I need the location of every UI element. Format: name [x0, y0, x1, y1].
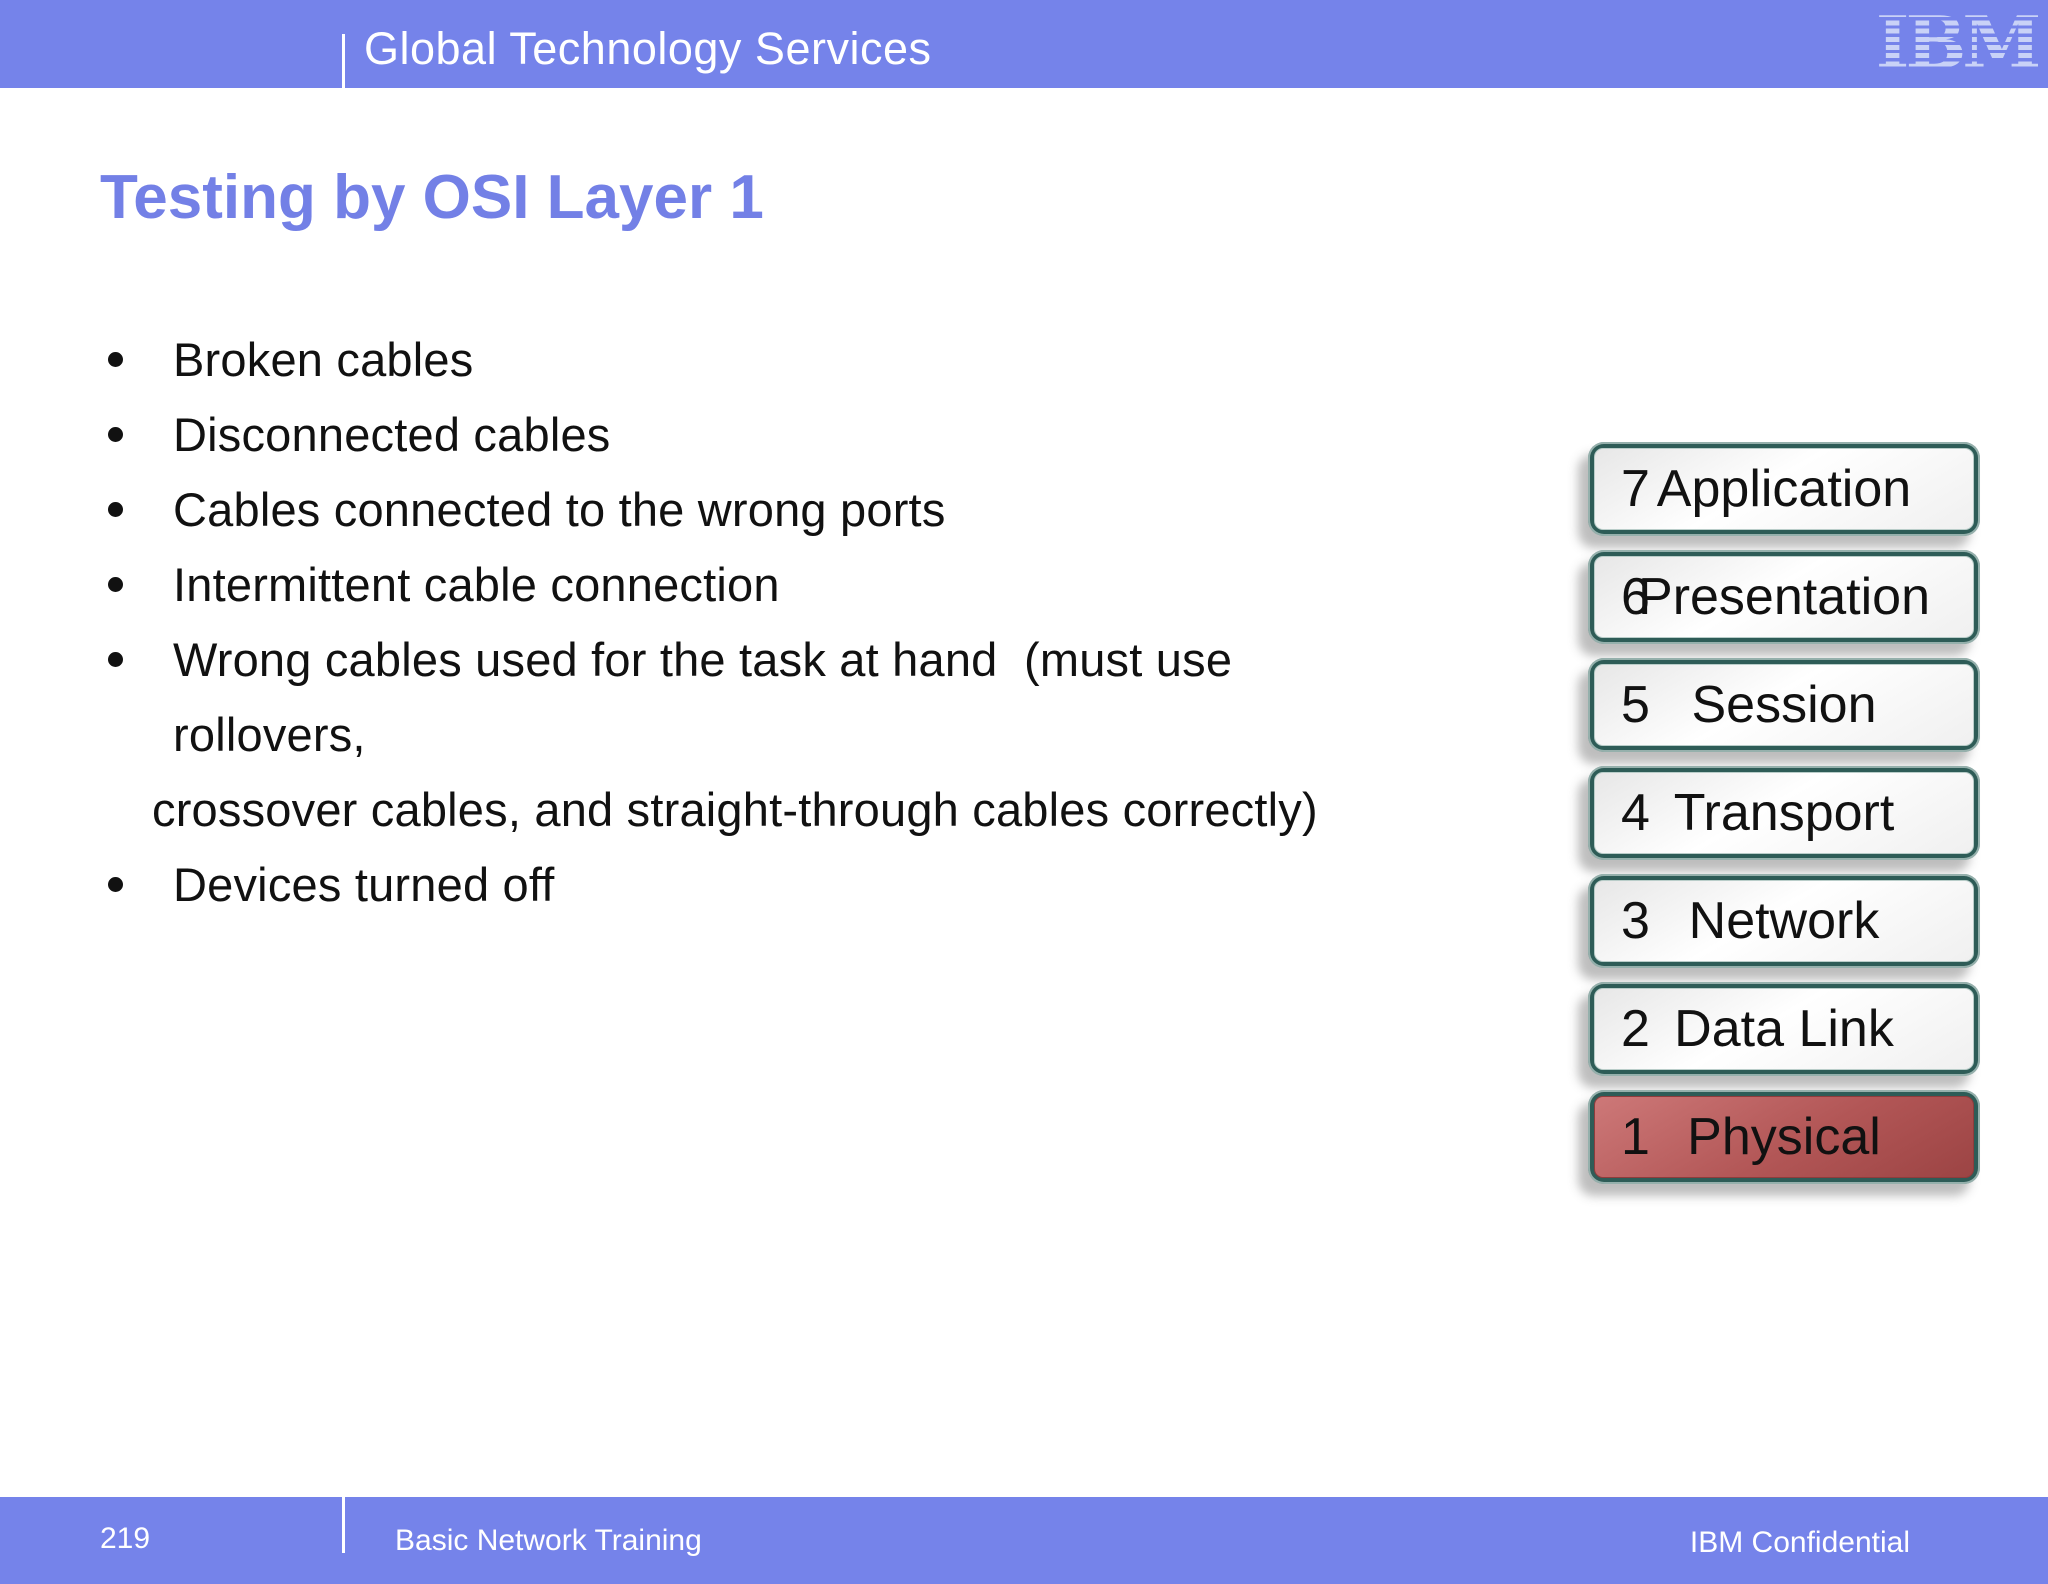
list-item-continuation: crossover cables, and straight-through c… — [100, 772, 1540, 847]
list-item: Disconnected cables — [100, 397, 1540, 472]
osi-layer-inner: 1 Physical — [1594, 1096, 1974, 1178]
osi-layer-presentation: 6 Presentation — [1588, 550, 1980, 644]
layer-label: Data Link — [1674, 1000, 1894, 1058]
header-divider — [342, 34, 345, 88]
layer-number: 6 — [1621, 568, 1650, 626]
bullet-icon — [108, 877, 123, 892]
page-number: 219 — [100, 1522, 151, 1555]
osi-layer-data-link: 2 Data Link — [1588, 982, 1980, 1076]
osi-layer-inner: 5 Session — [1594, 664, 1974, 746]
layer-label: Transport — [1673, 784, 1895, 842]
footer-divider — [342, 1495, 345, 1553]
osi-layer-session: 5 Session — [1588, 658, 1980, 752]
list-item: Wrong cables used for the task at hand (… — [100, 622, 1540, 697]
osi-layer-transport: 4 Transport — [1588, 766, 1980, 860]
osi-layer-network: 3 Network — [1588, 874, 1980, 968]
layer-number: 2 — [1621, 1000, 1650, 1058]
list-item: Devices turned off — [100, 847, 1540, 922]
page-title: Testing by OSI Layer 1 — [100, 163, 764, 232]
osi-layer-inner: 6 Presentation — [1594, 556, 1974, 638]
bullet-icon — [108, 502, 123, 517]
footer-course-title: Basic Network Training — [395, 1524, 702, 1557]
osi-layer-inner: 2 Data Link — [1594, 988, 1974, 1070]
header-bar — [0, 0, 2048, 88]
layer-number: 3 — [1621, 892, 1650, 950]
layer-number: 7 — [1621, 460, 1650, 518]
layer-label: Application — [1656, 460, 1912, 518]
bullet-text: rollovers, — [173, 708, 366, 761]
list-item-continuation: rollovers, — [100, 697, 1540, 772]
bullet-text: crossover cables, and straight-through c… — [152, 783, 1318, 836]
layer-label: Presentation — [1638, 568, 1930, 626]
layer-label: Session — [1691, 676, 1877, 734]
layer-label: Network — [1688, 892, 1880, 950]
bullet-text: Disconnected cables — [173, 408, 611, 461]
layer-number: 4 — [1621, 784, 1650, 842]
osi-layer-physical: 1 Physical — [1588, 1090, 1980, 1184]
osi-layer-inner: 3 Network — [1594, 880, 1974, 962]
list-item: Intermittent cable connection — [100, 547, 1540, 622]
layer-number: 5 — [1621, 676, 1650, 734]
osi-layer-application: 7 Application — [1588, 442, 1980, 536]
bullet-icon — [108, 427, 123, 442]
bullet-text: Wrong cables used for the task at hand (… — [173, 633, 1233, 686]
bullet-text: Intermittent cable connection — [173, 558, 780, 611]
bullet-icon — [108, 352, 123, 367]
osi-layer-inner: 7 Application — [1594, 448, 1974, 530]
bullet-text: Broken cables — [173, 333, 474, 386]
bullet-list: Broken cables Disconnected cables Cables… — [100, 322, 1540, 922]
osi-layer-stack: 7 Application 6 Presentation 5 Session 4… — [1588, 442, 1980, 1198]
confidentiality-label: IBM Confidential — [1689, 1526, 1910, 1559]
layer-label: Physical — [1687, 1108, 1881, 1166]
bullet-text: Devices turned off — [173, 858, 555, 911]
bullet-icon — [108, 652, 123, 667]
list-item: Broken cables — [100, 322, 1540, 397]
ibm-logo: IBM — [1875, 0, 2042, 85]
layer-number: 1 — [1621, 1108, 1650, 1166]
list-item: Cables connected to the wrong ports — [100, 472, 1540, 547]
section-title: Global Technology Services — [364, 23, 932, 74]
osi-layer-inner: 4 Transport — [1594, 772, 1974, 854]
footer-bar — [0, 1497, 2048, 1584]
bullet-icon — [108, 577, 123, 592]
bullet-text: Cables connected to the wrong ports — [173, 483, 946, 536]
